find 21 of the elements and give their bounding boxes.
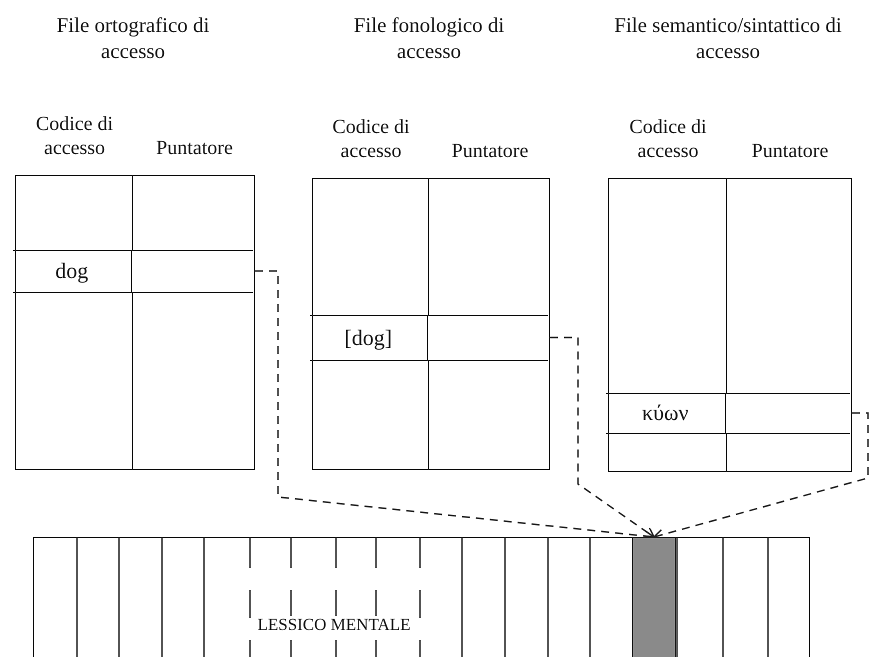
dashed-pointer-arrow [550,336,655,538]
access-code-cell [13,250,132,293]
access-code-cell [606,392,726,434]
file-heading: File ortografico di accesso [56,12,210,64]
pointer-cell [426,314,548,361]
access-code: [dog] [344,326,392,349]
column-header: Puntatore [450,139,530,163]
access-code: dog [55,260,88,282]
access-code: κύων [642,402,688,424]
column-header: Codice di accesso [331,115,411,163]
column-header: Codice di accesso [34,112,114,160]
column-header: Puntatore [750,139,830,163]
access-code-cell [310,314,428,361]
pointer-cell [724,392,850,434]
column-header: Codice di accesso [628,115,708,163]
file-heading: File semantico/sintattico di accesso [613,12,843,64]
file-heading: File fonologico di accesso [352,12,506,64]
column-header: Puntatore [155,136,234,160]
pointer-cell [130,250,253,293]
lexicon-entry [632,538,676,657]
mental-lexicon [33,537,810,657]
